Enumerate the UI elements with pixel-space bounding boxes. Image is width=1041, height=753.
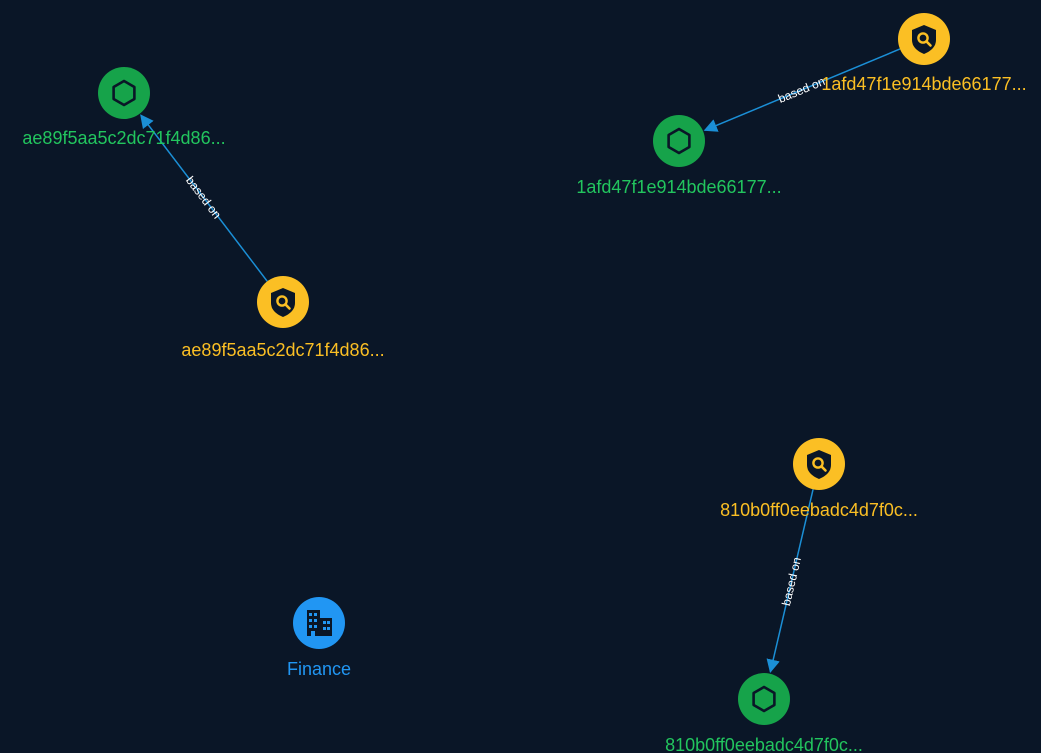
node-label: Finance [287, 659, 351, 679]
node-circle [98, 67, 150, 119]
nodes-layer: ae89f5aa5c2dc71f4d86... ae89f5aa5c2dc71f4… [22, 13, 1027, 753]
node-label: 1afd47f1e914bde66177... [576, 177, 781, 197]
building-icon [307, 610, 332, 636]
edge-label: based on [779, 556, 804, 607]
node-label: ae89f5aa5c2dc71f4d86... [181, 340, 384, 360]
shield-search-icon [807, 450, 831, 479]
observable-node[interactable]: 810b0ff0eebadc4d7f0c... [665, 673, 863, 753]
hexagon-icon [667, 127, 691, 155]
node-circle [653, 115, 705, 167]
edge-line [703, 48, 901, 132]
indicator-node[interactable]: 1afd47f1e914bde66177... [821, 13, 1027, 94]
hexagon-icon [752, 685, 776, 713]
hexagon-icon [112, 79, 136, 107]
edge-label: based on [776, 74, 827, 106]
shield-search-icon [271, 288, 295, 317]
shield-search-icon [912, 25, 936, 54]
observable-node[interactable]: 1afd47f1e914bde66177... [576, 115, 782, 197]
node-circle [738, 673, 790, 725]
edge-label: based on [183, 174, 224, 222]
indicator-node[interactable]: 810b0ff0eebadc4d7f0c... [720, 438, 918, 520]
node-label: 1afd47f1e914bde66177... [821, 74, 1026, 94]
edge-line [766, 489, 814, 674]
node-label: ae89f5aa5c2dc71f4d86... [22, 128, 225, 148]
indicator-node[interactable]: ae89f5aa5c2dc71f4d86... [181, 276, 385, 360]
edge-line [140, 114, 268, 282]
organization-node[interactable]: Finance [287, 597, 351, 679]
observable-node[interactable]: ae89f5aa5c2dc71f4d86... [22, 67, 226, 148]
node-label: 810b0ff0eebadc4d7f0c... [665, 735, 863, 753]
node-label: 810b0ff0eebadc4d7f0c... [720, 500, 918, 520]
edges-layer: based on based on based on [140, 48, 901, 674]
